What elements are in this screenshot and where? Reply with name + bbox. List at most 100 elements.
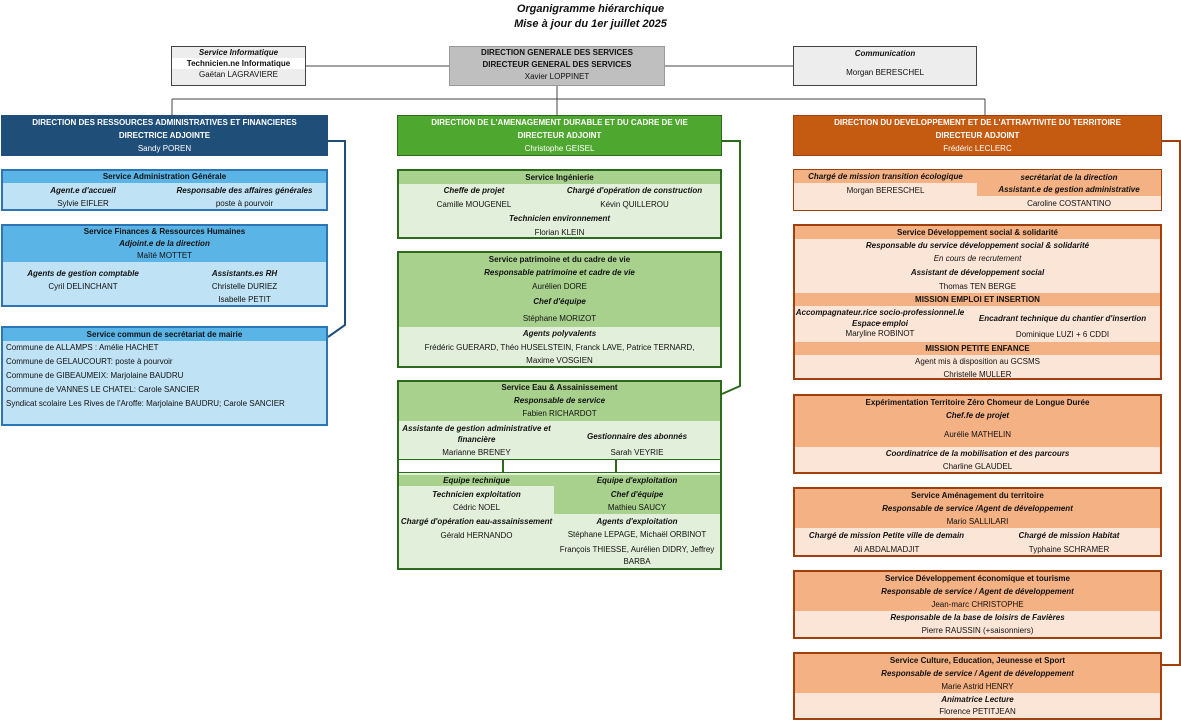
- eau-role1: Responsable de service: [513, 396, 606, 405]
- dgs-box: DIRECTION GENERALE DES SERVICES DIRECTEU…: [449, 46, 665, 86]
- eau-role3: Gestionnaire des abonnés: [586, 432, 688, 441]
- dadcv-line2: DIRECTEUR ADJOINT: [517, 131, 602, 140]
- amenagement-person3: Typhaine SCHRAMER: [1028, 545, 1110, 554]
- eau-role5: Chargé d'opération eau-assainissement: [400, 517, 553, 526]
- draf-header: DIRECTION DES RESSOURCES ADMINISTRATIVES…: [1, 115, 328, 156]
- ddat-top-person2: Caroline COSTANTINO: [1027, 199, 1111, 208]
- ddat-top-role2b: Assistant.e de gestion administrative: [998, 185, 1140, 194]
- amenagement-person1: Mario SALLILARI: [946, 517, 1009, 526]
- eco-service-box: Service Développement économique et tour…: [793, 570, 1162, 639]
- finances-role1: Agents de gestion comptable: [27, 269, 139, 278]
- draf-line2: DIRECTRICE ADJOINTE: [118, 131, 211, 140]
- ddat-header: DIRECTION DU DEVELOPPEMENT ET DE L'ATTRA…: [793, 115, 1162, 156]
- amenagement-person2: Ali ABDALMADJIT: [853, 545, 920, 554]
- finances-person1: Cyril DELINCHANT: [48, 282, 118, 291]
- eau-person3: Sarah VEYRIE: [610, 448, 664, 457]
- social-role4: Encadrant technique du chantier d'insert…: [978, 314, 1147, 323]
- ingenierie-person3: Florian KLEIN: [534, 228, 585, 237]
- eau-role2b: financière: [457, 435, 496, 444]
- social-mission1: MISSION EMPLOI ET INSERTION: [795, 293, 1160, 306]
- finances-adj-role: Adjoint.e de la direction: [3, 238, 326, 249]
- social-service-box: Service Développement social & solidarit…: [793, 224, 1162, 380]
- eau-title: Service Eau & Assainissement: [399, 382, 720, 394]
- patrimoine-role3: Agents polyvalents: [522, 329, 597, 338]
- communication-person: Morgan BERESCHEL: [846, 68, 924, 77]
- admin-service-box: Service Administration Générale Agent.e …: [1, 169, 328, 211]
- patrimoine-person2: Stéphane MORIZOT: [522, 314, 597, 323]
- dadcv-line1: DIRECTION DE L'AMENAGEMENT DURABLE ET DU…: [431, 118, 688, 127]
- social-mission2: MISSION PETITE ENFANCE: [795, 342, 1160, 355]
- finances-person2a: Christelle DURIEZ: [211, 282, 278, 291]
- finances-service-box: Service Finances & Ressources Humaines A…: [1, 224, 328, 307]
- admin-title: Service Administration Générale: [3, 171, 326, 183]
- ddat-top-person1: Morgan BERESCHEL: [846, 186, 925, 195]
- social-person1: En cours de recrutement: [933, 254, 1022, 263]
- social-role5: Agent mis à disposition au GCSMS: [915, 357, 1040, 366]
- ddat-top-role2a: secrétariat de la direction: [1020, 173, 1118, 182]
- patrimoine-person1: Aurélien DORE: [532, 282, 587, 291]
- ingenierie-person1: Camille MOUGENEL: [436, 200, 512, 209]
- informatique-role: Technicien.ne Informatique: [172, 58, 305, 69]
- ddat-top-box: Chargé de mission transition écologique …: [793, 169, 1162, 211]
- tzcld-role2: Coordinatrice de la mobilisation et des …: [885, 449, 1070, 458]
- culture-title: Service Culture, Education, Jeunesse et …: [795, 654, 1160, 667]
- ingenierie-person2: Kévin QUILLEROU: [600, 200, 669, 209]
- finances-adj-person: Maïté MOTTET: [3, 249, 326, 262]
- mairie-title: Service commun de secrétariat de mairie: [3, 328, 326, 341]
- dgs-line2: DIRECTEUR GENERAL DES SERVICES: [482, 60, 632, 69]
- communication-box: Communication Morgan BERESCHEL: [793, 46, 977, 86]
- social-role3b: Espace emploi: [851, 319, 909, 328]
- culture-role2: Animatrice Lecture: [941, 695, 1014, 704]
- amenagement-role2: Chargé de mission Petite ville de demain: [808, 531, 965, 540]
- ingenierie-role1: Cheffe de projet: [443, 186, 505, 195]
- dgs-person: Xavier LOPPINET: [524, 72, 590, 81]
- patrimoine-role1: Responsable patrimoine et cadre de vie: [484, 268, 635, 277]
- social-role1: Responsable du service développement soc…: [865, 241, 1090, 250]
- mairie-line: Commune de ALLAMPS : Amélie HACHET: [6, 343, 159, 352]
- eco-person1: Jean-marc CHRISTOPHE: [931, 600, 1024, 609]
- eau-person7c: BARBA: [623, 557, 651, 566]
- eau-person4: Cédric NOEL: [452, 503, 501, 512]
- communication-service: Communication: [854, 49, 916, 58]
- mairie-service-box: Service commun de secrétariat de mairie …: [1, 326, 328, 426]
- amenagement-role3: Chargé de mission Habitat: [1018, 531, 1120, 540]
- eau-equipe-technique: Equipe technique: [399, 475, 554, 486]
- culture-person2: Florence PETITJEAN: [939, 707, 1016, 716]
- patrimoine-person3a: Frédéric GUERARD, Théo HUSELSTEIN, Franc…: [424, 343, 695, 352]
- finances-role2: Assistants.es RH: [211, 269, 278, 278]
- patrimoine-person3b: Maxime VOSGIEN: [526, 356, 593, 365]
- ingenierie-title: Service Ingénierie: [399, 171, 720, 184]
- mairie-line: Commune de GELAUCOURT: poste à pourvoir: [6, 357, 173, 366]
- eau-person2: Marianne BRENEY: [442, 448, 511, 457]
- eau-person7b: François THIESSE, Aurélien DIDRY, Jeffre…: [559, 545, 715, 554]
- eau-person1: Fabien RICHARDOT: [522, 409, 597, 418]
- mairie-line: Commune de VANNES LE CHATEL: Carole SANC…: [6, 385, 200, 394]
- eau-person5: Gérald HERNANDO: [440, 531, 513, 540]
- eco-role2: Responsable de la base de loisirs de Fav…: [890, 613, 1065, 622]
- ddat-person: Frédéric LECLERC: [943, 144, 1012, 153]
- eco-role1: Responsable de service / Agent de dévelo…: [881, 587, 1074, 596]
- chart-title: Organigramme hiérarchique: [516, 3, 665, 15]
- mairie-line: Syndicat scolaire Les Rives de l'Aroffe:…: [6, 399, 285, 408]
- finances-person2b: Isabelle PETIT: [218, 295, 271, 304]
- ingenierie-service-box: Service Ingénierie Cheffe de projet Char…: [397, 169, 722, 239]
- amenagement-service-box: Service Aménagement du territoire Respon…: [793, 487, 1162, 557]
- social-role3a: Accompagnateur.rice socio-professionnel.…: [795, 308, 965, 327]
- draf-line1: DIRECTION DES RESSOURCES ADMINISTRATIVES…: [32, 118, 297, 127]
- social-person2: Thomas TEN BERGE: [938, 282, 1017, 291]
- eau-role4: Technicien exploitation: [432, 490, 521, 499]
- social-role2: Assistant de développement social: [910, 268, 1045, 277]
- eco-title: Service Développement économique et tour…: [795, 572, 1160, 585]
- mairie-line: Commune de GIBEAUMEIX: Marjolaine BAUDRU: [6, 371, 184, 380]
- informatique-service: Service Informatique: [172, 47, 305, 58]
- admin-role2: Responsable des affaires générales: [176, 186, 313, 195]
- eco-person2: Pierre RAUSSIN (+saisonniers): [921, 626, 1034, 635]
- admin-role1: Agent.e d'accueil: [50, 186, 116, 195]
- amenagement-title: Service Aménagement du territoire: [795, 489, 1160, 502]
- culture-person1: Marie Astrid HENRY: [941, 682, 1014, 691]
- ingenierie-role3: Technicien environnement: [508, 214, 611, 223]
- ddat-line1: DIRECTION DU DEVELOPPEMENT ET DE L'ATTRA…: [834, 118, 1121, 127]
- amenagement-role1: Responsable de service /Agent de dévelop…: [882, 504, 1073, 513]
- informatique-person: Gaëtan LAGRAVIERE: [199, 70, 278, 79]
- eau-service-box: Service Eau & Assainissement Responsable…: [397, 380, 722, 570]
